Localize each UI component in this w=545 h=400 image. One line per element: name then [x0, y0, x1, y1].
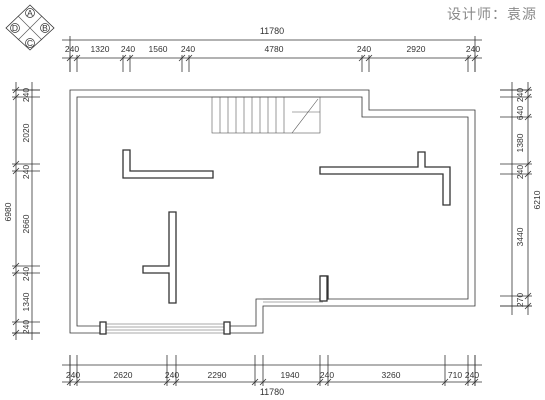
left-dim-2: 2020	[21, 123, 31, 142]
bottom-dim-1: 240	[66, 370, 80, 380]
left-dim-3: 240	[21, 165, 31, 179]
bottom-total-dim: 11780	[260, 387, 284, 397]
top-tick-mark	[66, 54, 74, 62]
right-tick-mark	[524, 86, 532, 94]
top-tick-mark	[178, 54, 186, 62]
right-dimension-group: 240 640 1380 240 3440 270 6210	[500, 82, 542, 315]
right-tick-mark	[524, 113, 532, 121]
bottom-tick-mark	[324, 378, 332, 386]
compass-label-d: D	[12, 23, 18, 33]
bottom-tick-mark	[172, 378, 180, 386]
bottom-dimension-group: 240 2620 240 2290 1940 240 3260 710 240 …	[62, 355, 482, 397]
bottom-dim-3: 240	[165, 370, 179, 380]
bottom-dim-5: 1940	[281, 370, 300, 380]
right-tick-mark	[524, 160, 532, 168]
right-tick-mark	[524, 170, 532, 178]
left-tick-mark	[12, 329, 20, 337]
bottom-dim-6: 240	[320, 370, 334, 380]
top-tick-mark	[358, 54, 366, 62]
compass-label-b: B	[42, 23, 48, 33]
top-dim-7: 240	[357, 44, 371, 54]
top-tick-mark	[119, 54, 127, 62]
bottom-tick-mark	[316, 378, 324, 386]
bottom-tick-mark	[464, 378, 472, 386]
top-tick-mark	[126, 54, 134, 62]
right-dim-6: 270	[515, 293, 525, 307]
right-dim-2: 640	[515, 106, 525, 120]
compass-label-a: A	[27, 8, 33, 18]
left-tick-mark	[12, 167, 20, 175]
bottom-dim-9: 240	[465, 370, 479, 380]
left-dim-7: 240	[21, 320, 31, 334]
top-dim-3: 240	[121, 44, 135, 54]
top-dim-9: 240	[466, 44, 480, 54]
top-tick-mark	[365, 54, 373, 62]
designer-label: 设计师：袁源	[447, 7, 537, 23]
top-dim-8: 2920	[407, 44, 426, 54]
top-dim-6: 4780	[265, 44, 284, 54]
bottom-tick-mark	[163, 378, 171, 386]
right-total-dim: 6210	[532, 190, 542, 209]
top-dim-4: 1560	[149, 44, 168, 54]
top-tick-mark	[185, 54, 193, 62]
bottom-dim-7: 3260	[382, 370, 401, 380]
left-dimension-group: 6980 240 2020 240 2660 240 1340 240	[3, 82, 40, 340]
left-dim-1: 240	[21, 88, 31, 102]
top-tick-mark	[464, 54, 472, 62]
right-dim-3: 1380	[515, 133, 525, 152]
top-dimension-group: 11780 240 1320 240 1560 240 4780 240 292…	[62, 26, 482, 72]
bottom-tick-mark	[441, 378, 449, 386]
left-dim-6: 1340	[21, 292, 31, 311]
top-dim-5: 240	[181, 44, 195, 54]
right-tick-mark	[524, 93, 532, 101]
left-tick-mark	[12, 318, 20, 326]
left-tick-mark	[12, 262, 20, 270]
bottom-dim-4: 2290	[208, 370, 227, 380]
right-dim-4: 240	[515, 165, 525, 179]
left-dim-4: 2660	[21, 214, 31, 233]
left-tick-mark	[12, 160, 20, 168]
bottom-tick-mark	[471, 378, 479, 386]
bottom-dim-2: 2620	[114, 370, 133, 380]
bottom-tick-mark	[259, 378, 267, 386]
top-total-dim: 11780	[260, 26, 284, 36]
left-tick-mark	[12, 93, 20, 101]
top-tick-mark	[471, 54, 479, 62]
bottom-dim-8: 710	[448, 370, 462, 380]
compass-icon: A B C D	[5, 4, 55, 51]
top-dim-1: 240	[65, 44, 79, 54]
right-dim-1: 240	[515, 88, 525, 102]
floor-plan-walls	[69, 89, 476, 335]
right-dim-5: 3440	[515, 227, 525, 246]
left-total-dim: 6980	[3, 202, 13, 221]
left-dim-5: 240	[21, 267, 31, 281]
left-tick-mark	[12, 86, 20, 94]
bottom-tick-mark	[251, 378, 259, 386]
top-dim-2: 1320	[91, 44, 110, 54]
compass-label-c: C	[27, 38, 33, 48]
bottom-tick-mark	[66, 378, 74, 386]
right-tick-mark	[524, 302, 532, 310]
right-tick-mark	[524, 292, 532, 300]
staircase	[211, 96, 321, 134]
top-tick-mark	[73, 54, 81, 62]
bottom-tick-mark	[73, 378, 81, 386]
left-tick-mark	[12, 269, 20, 277]
